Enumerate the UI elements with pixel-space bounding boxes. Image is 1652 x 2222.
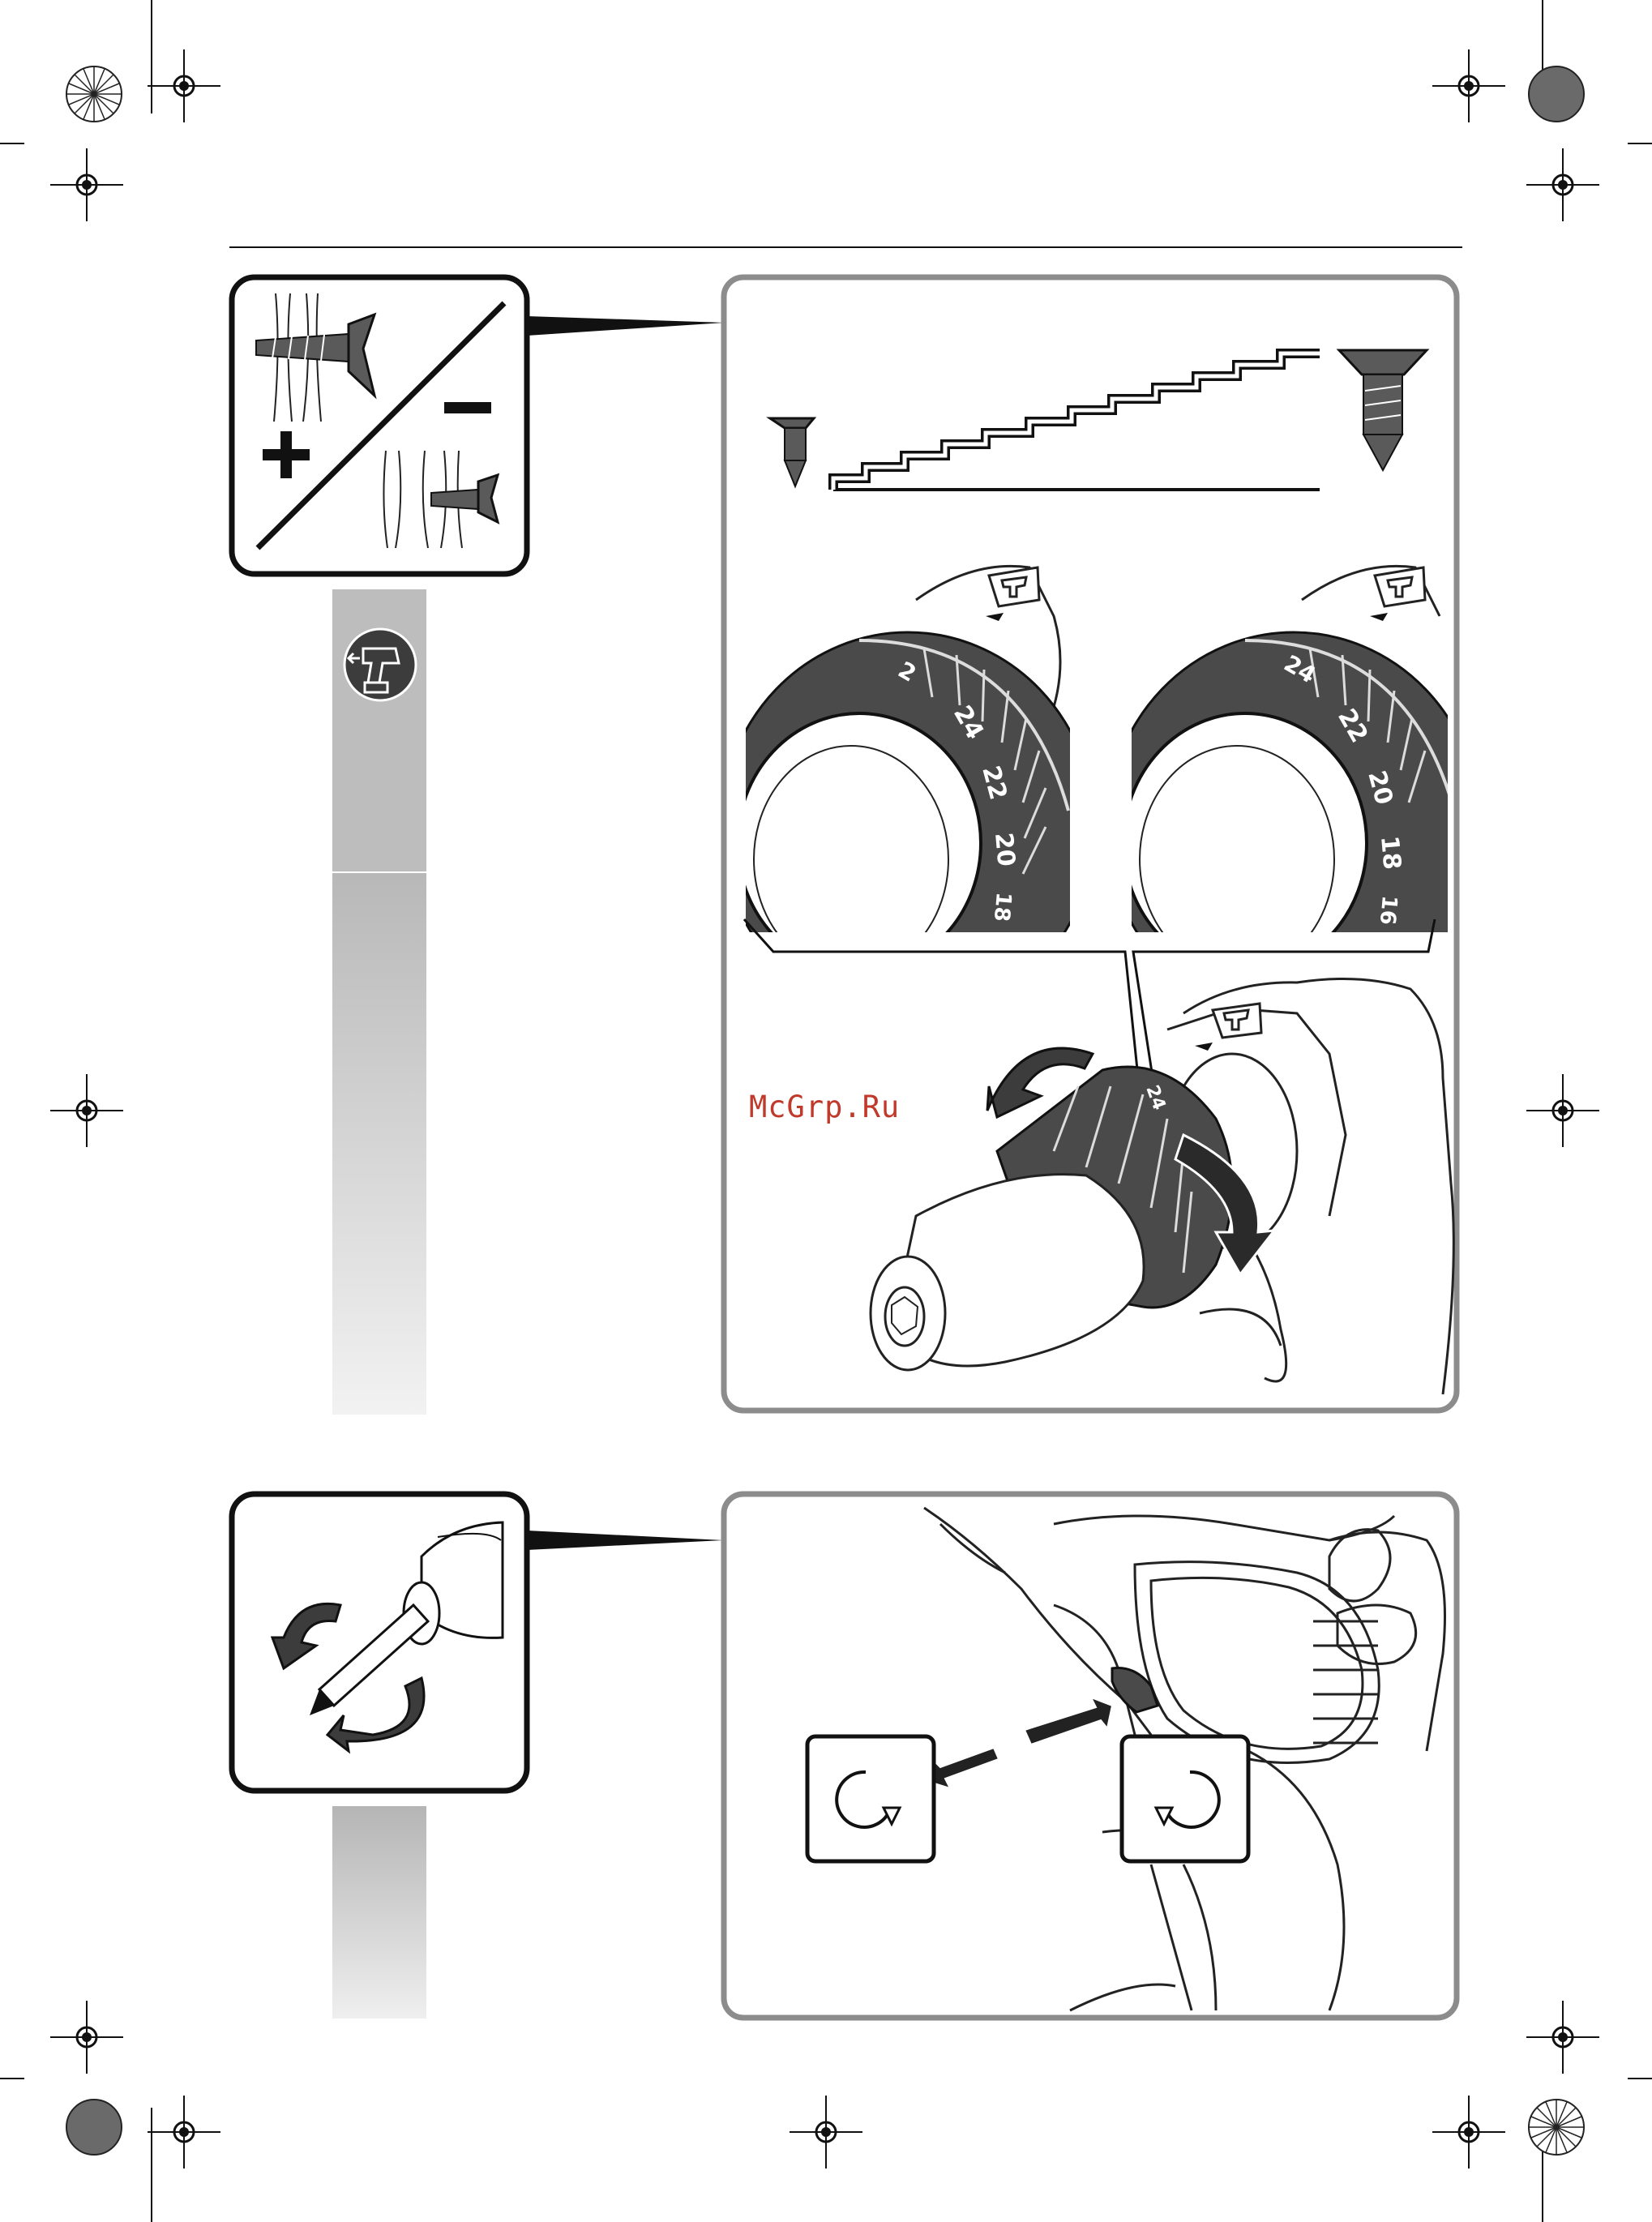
rotate-counterclockwise-icon [1122,1736,1248,1861]
reg-mark-mid-right [1526,1074,1599,1147]
reg-mark-lower-right [1526,2001,1599,2074]
starburst-bottom-right [1529,2100,1584,2155]
dial-left-number-5: 18 [989,891,1016,923]
dial-left-number-4: 20 [989,832,1021,868]
reg-mark-upper-right [1526,148,1599,221]
dial-right-number-4: 18 [1375,835,1406,871]
dial-right-number-5: 16 [1375,894,1402,926]
reg-mark-lower-left [50,2001,123,2074]
sidebar-gradient-top [332,873,426,1415]
reg-mark-top-left [148,49,220,122]
reg-mark-bottom-center [790,2096,862,2168]
rotate-clockwise-icon [807,1736,934,1861]
minus-icon [444,402,491,413]
watermark-text: McGrp.Ru [749,1090,900,1124]
reg-mark-bottom-right [1432,2096,1505,2168]
sidebar-gradient-bottom [332,1806,426,2019]
reg-mark-mid-left [50,1074,123,1147]
callout-pointer-bottom [527,1531,724,1550]
rotation-direction-icon [232,1494,527,1791]
reg-mark-upper-left [50,148,123,221]
reg-mark-top-right [1432,49,1505,122]
gray-swatch-top-right [1529,66,1584,122]
starburst-top-left [66,66,122,122]
reg-mark-bottom-left [148,2096,220,2168]
screw-torque-icon [232,277,527,574]
battery-drill-icon [345,629,416,700]
gray-swatch-bottom-left [66,2100,122,2155]
callout-pointer-top [527,316,724,336]
